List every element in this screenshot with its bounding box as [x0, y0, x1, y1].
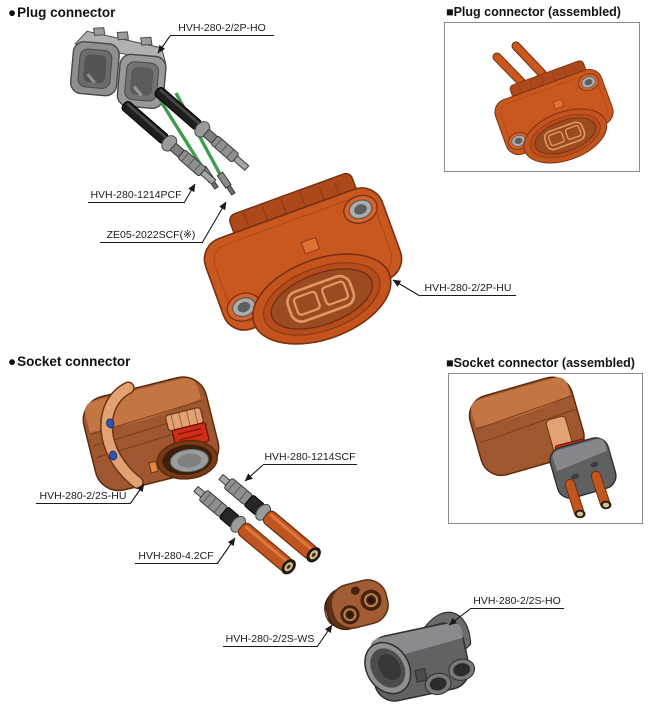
cover-wire-tube — [448, 658, 476, 681]
socket-housing-illustration — [82, 376, 220, 492]
leader-socket-scf — [244, 464, 264, 482]
lever-pin — [109, 450, 118, 461]
leader-socket-cf — [216, 537, 236, 565]
leader-socket-ho — [448, 608, 471, 626]
lever — [101, 382, 143, 488]
label-socket-ws: HVH-280-2/2S-WS — [223, 633, 317, 647]
leader-lines — [129, 35, 471, 648]
plug-assembled-illustration — [486, 41, 626, 180]
interlock-wire — [158, 99, 206, 171]
leader-socket-hu — [129, 483, 145, 505]
socket-front-opening — [156, 439, 218, 480]
socket-section-title: ●Socket connector — [8, 354, 130, 369]
socket-wire-assemblies-illustration — [193, 473, 321, 575]
cover-cup — [364, 641, 412, 695]
label-socket-hu: HVH-280-2/2S-HU — [36, 490, 130, 504]
plug-assembled-title-text: Plug connector (assembled) — [453, 5, 621, 19]
plug-front-cover-illustration — [69, 27, 167, 110]
leader-plug-hu — [392, 279, 421, 297]
socket-section-title-text: Socket connector — [17, 354, 131, 369]
label-socket-ho: HVH-280-2/2S-HO — [470, 595, 564, 609]
socket-wire-seal-illustration — [324, 579, 389, 631]
label-plug-hu: HVH-280-2/2P-HU — [420, 282, 516, 296]
socket-assembled-title-text: Socket connector (assembled) — [453, 356, 635, 370]
socket-assembled-title: ■Socket connector (assembled) — [446, 356, 635, 370]
lever-pin — [106, 418, 115, 429]
label-plug-pcf: HVH-280-1214PCF — [88, 189, 184, 203]
bullet-square-icon: ■ — [446, 356, 454, 370]
plug-wire-assemblies-illustration — [121, 86, 250, 196]
plug-housing-illustration — [190, 163, 422, 372]
label-plug-ho: HVH-280-2/2P-HO — [170, 22, 274, 36]
socket-rear-cover-illustration — [364, 611, 476, 702]
bullet-square-icon: ■ — [446, 5, 454, 19]
socket-assembled-illustration — [468, 376, 617, 519]
cover-wire-tube — [424, 672, 452, 696]
plug-contact-with-wire — [154, 86, 250, 172]
plug-section-title-text: Plug connector — [17, 5, 116, 20]
interlock-terminal — [216, 171, 236, 196]
label-socket-cf: HVH-280-4.2CF — [135, 550, 217, 564]
leader-plug-ho — [157, 35, 171, 54]
leader-plug-pcf — [183, 183, 196, 204]
plug-contact-with-wire — [121, 100, 217, 186]
label-ze05: ZE05-2022SCF(※) — [100, 229, 202, 243]
plug-section-title: ●Plug connector — [8, 5, 115, 20]
socket-contact-with-wire — [218, 473, 321, 563]
bullet-circle-icon: ● — [8, 354, 17, 369]
label-socket-scf: HVH-280-1214SCF — [263, 451, 357, 465]
leader-ze05 — [201, 201, 227, 244]
socket-contact-with-wire — [193, 485, 296, 575]
leader-socket-ws — [316, 624, 333, 648]
plug-assembled-title: ■Plug connector (assembled) — [446, 5, 621, 19]
bullet-circle-icon: ● — [8, 5, 17, 20]
